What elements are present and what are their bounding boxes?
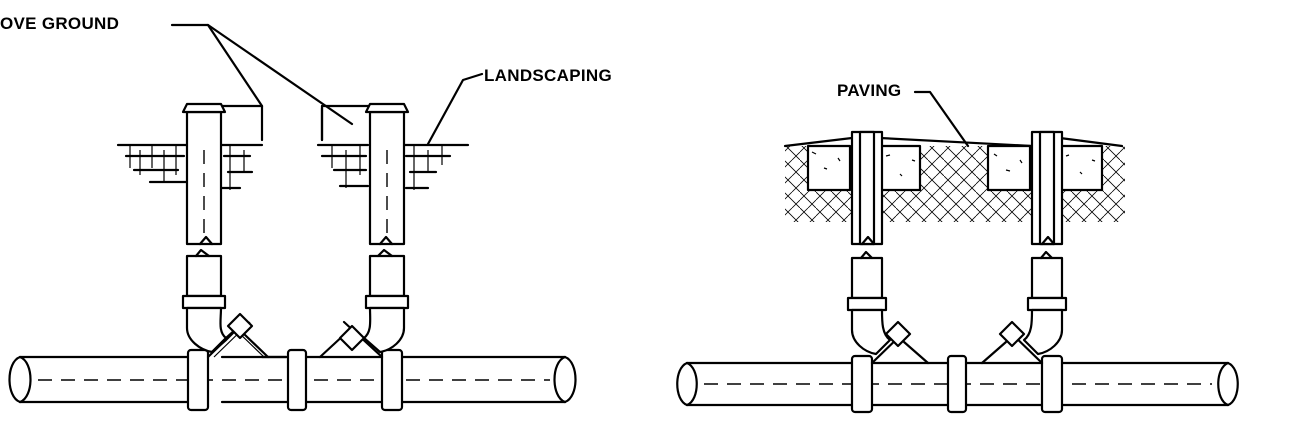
main-pipe-left bbox=[8, 348, 577, 412]
ground-symbol-left-4 bbox=[400, 143, 470, 190]
right-detail bbox=[676, 130, 1239, 414]
concrete-collar-2 bbox=[986, 144, 1104, 192]
main-pipe-right bbox=[676, 354, 1239, 414]
riser-left-2 bbox=[338, 102, 410, 354]
left-detail bbox=[8, 102, 577, 412]
ground-symbol-left-1 bbox=[116, 143, 188, 184]
concrete-collar-1 bbox=[806, 144, 922, 192]
riser-left-1 bbox=[181, 102, 254, 354]
ground-symbol-left-3 bbox=[316, 143, 370, 188]
above-ground-label: OVE GROUND bbox=[0, 14, 120, 33]
riser-right-1 bbox=[846, 130, 912, 356]
ground-symbol-left-2 bbox=[218, 143, 264, 190]
paving-leader bbox=[913, 90, 970, 148]
landscaping-label: LANDSCAPING bbox=[484, 66, 612, 85]
above-ground-leaders bbox=[170, 23, 354, 126]
riser-right-2 bbox=[998, 130, 1068, 356]
landscaping-leader bbox=[426, 72, 484, 146]
paving-label: PAVING bbox=[837, 81, 902, 100]
